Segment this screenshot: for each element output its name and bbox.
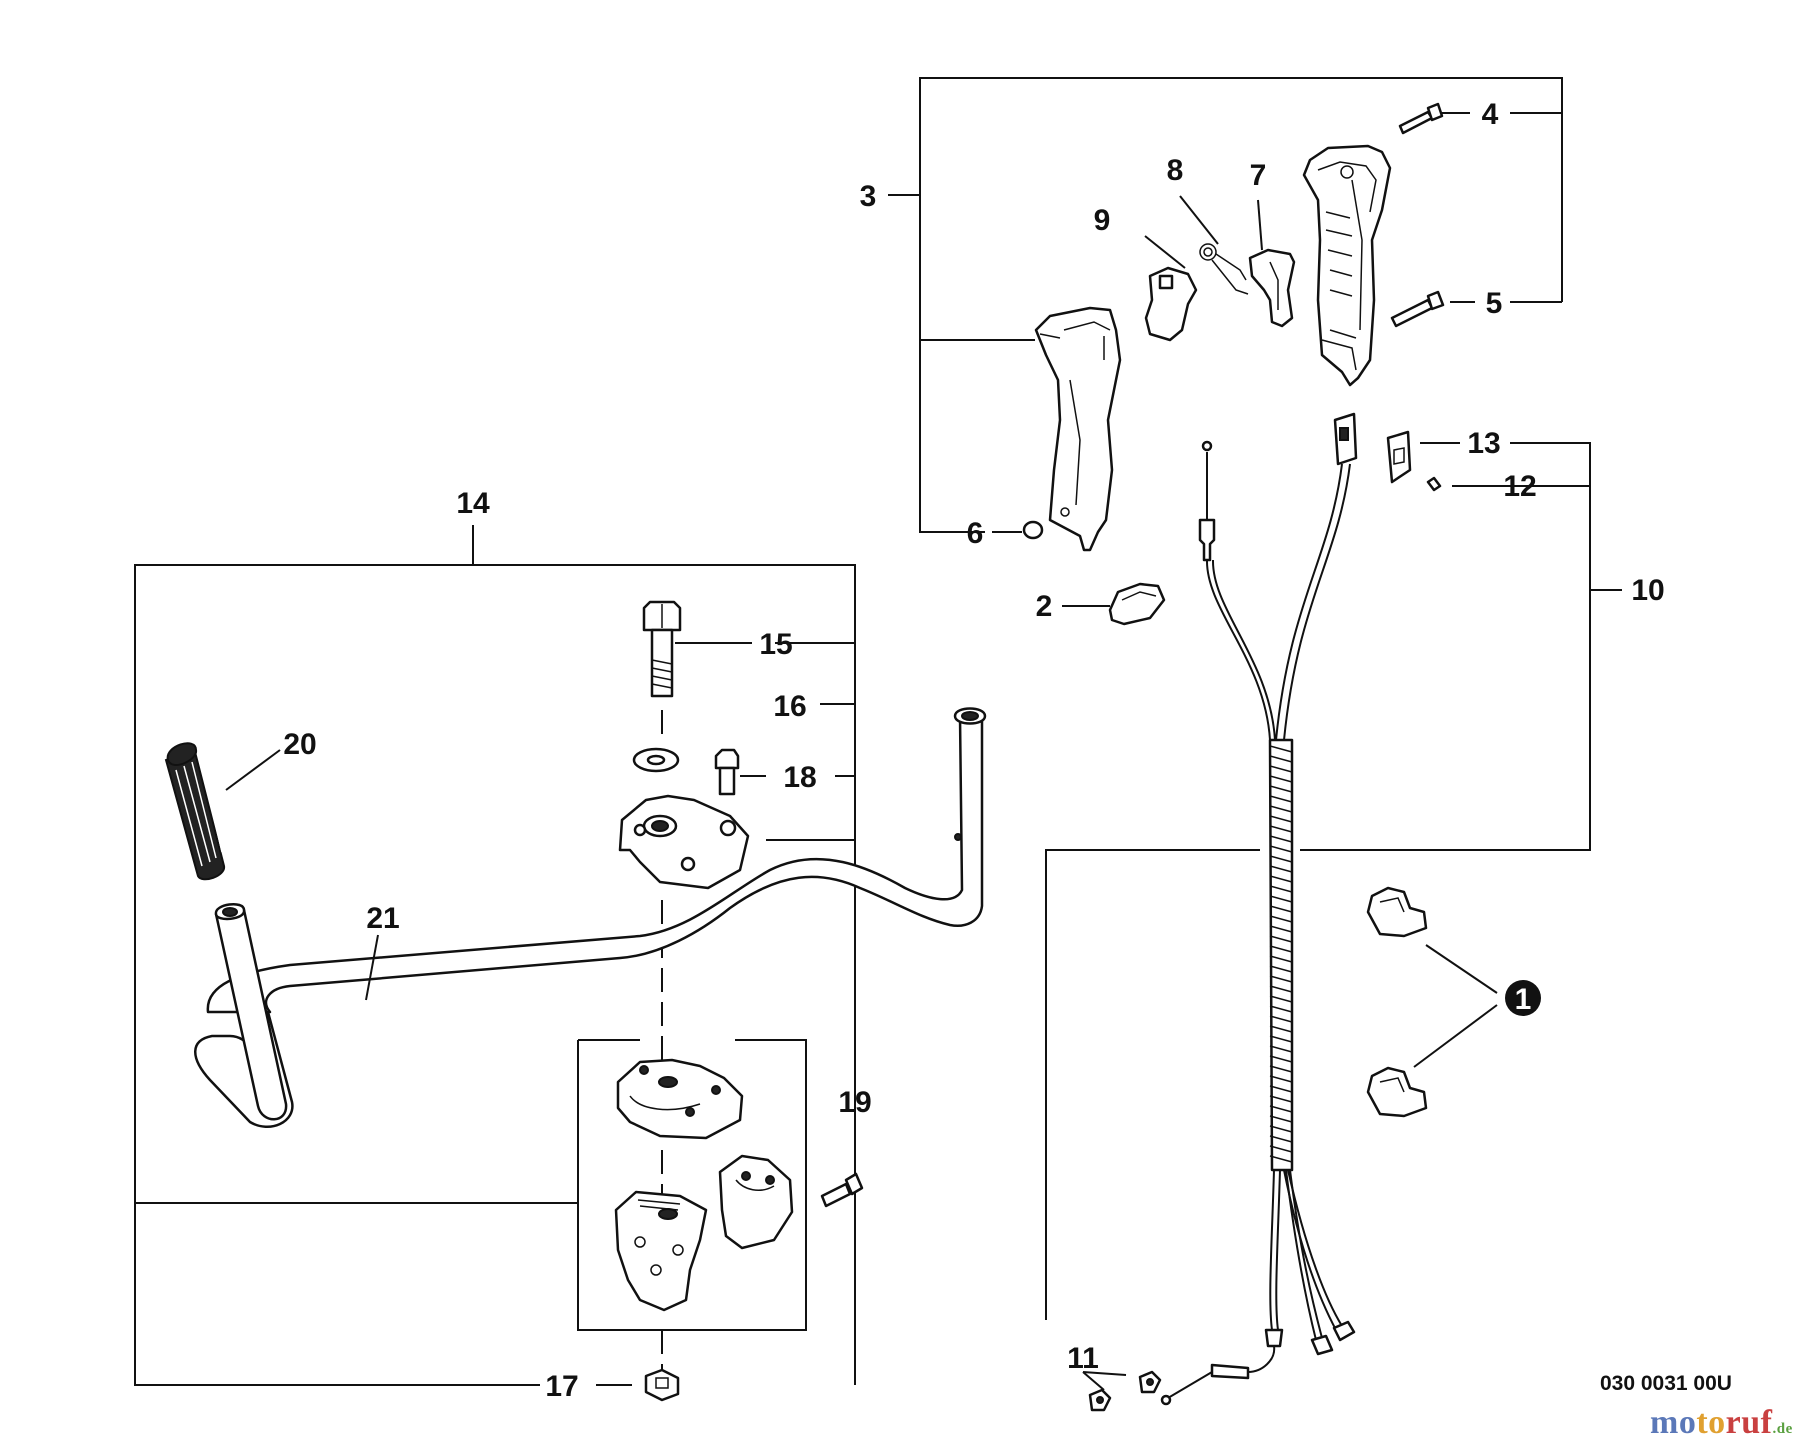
handlebar-assembly-group — [134, 535, 987, 1402]
screw-part-5 — [1390, 290, 1445, 328]
square-nut-part-17 — [644, 1368, 680, 1402]
callout-10: 10 — [1631, 574, 1664, 607]
lockout-lever-part-9 — [1144, 266, 1198, 342]
cable-clip-part-2 — [1062, 582, 1166, 626]
watermark-part-3: ruf — [1725, 1404, 1773, 1441]
callout-1: 1 — [1515, 983, 1532, 1016]
callout-2: 2 — [1036, 590, 1053, 623]
throttle-cable — [1198, 440, 1276, 741]
callout-7: 7 — [1250, 159, 1267, 192]
leader-lines — [225, 195, 1263, 1001]
cable-lower-ends — [1160, 1169, 1356, 1406]
grip-part-20 — [164, 742, 226, 881]
callout-badge-1 — [1505, 980, 1541, 1016]
cable-sleeve — [1268, 738, 1294, 1172]
callout-13: 13 — [1467, 427, 1500, 460]
handle-assembly-group — [888, 77, 1563, 552]
watermark-part-1: mo — [1650, 1404, 1697, 1441]
clamp-insert — [718, 1154, 794, 1250]
nut-pair-part-11 — [1082, 1370, 1162, 1412]
switch-part-13 — [1386, 430, 1460, 484]
nut-part-6 — [1022, 520, 1044, 540]
callout-11: 11 — [1067, 1342, 1099, 1375]
handle-half-right — [1302, 144, 1392, 387]
washer-part-16 — [632, 747, 680, 773]
watermark-logo: motoruf.de — [1650, 1404, 1793, 1442]
bolt-part-15 — [642, 600, 682, 698]
callout-4: 4 — [1482, 98, 1499, 131]
callout-labels: 2 3 4 5 6 7 8 9 10 11 12 13 14 15 16 17 … — [283, 98, 1664, 1403]
stop-switch-connector — [1275, 412, 1358, 741]
screw-part-12 — [1426, 476, 1442, 492]
throttle-trigger-part-7 — [1248, 248, 1296, 328]
screw-part-4 — [1398, 102, 1444, 135]
callout-19: 19 — [838, 1086, 871, 1119]
callout-21: 21 — [366, 902, 399, 935]
callout-17: 17 — [545, 1370, 578, 1403]
callout-14: 14 — [456, 487, 490, 520]
callout-8: 8 — [1167, 154, 1184, 187]
middle-clamp — [616, 1058, 744, 1140]
callout-18: 18 — [783, 761, 816, 794]
screw-part-18 — [714, 748, 740, 796]
diagram-reference-code: 030 0031 00U — [1600, 1372, 1732, 1395]
upper-clamp — [618, 794, 750, 890]
handle-half-left — [1034, 306, 1122, 552]
clip-pair-part-1: 1 — [1366, 886, 1541, 1118]
watermark-part-2: to — [1696, 1404, 1726, 1441]
lower-clamp — [614, 1190, 708, 1312]
callout-20: 20 — [283, 728, 316, 761]
screw-part-19 — [820, 1130, 864, 1208]
spring-part-8 — [1199, 243, 1249, 295]
callout-16: 16 — [773, 690, 806, 723]
callout-12: 12 — [1503, 470, 1536, 503]
callout-6: 6 — [967, 517, 984, 550]
cable-assembly-group — [1045, 412, 1622, 1412]
callout-15: 15 — [759, 628, 792, 661]
watermark-part-4: .de — [1772, 1421, 1793, 1437]
callout-5: 5 — [1486, 287, 1503, 320]
callout-9: 9 — [1094, 204, 1111, 237]
handlebar-part-21 — [194, 707, 987, 1128]
callout-3: 3 — [860, 180, 877, 213]
